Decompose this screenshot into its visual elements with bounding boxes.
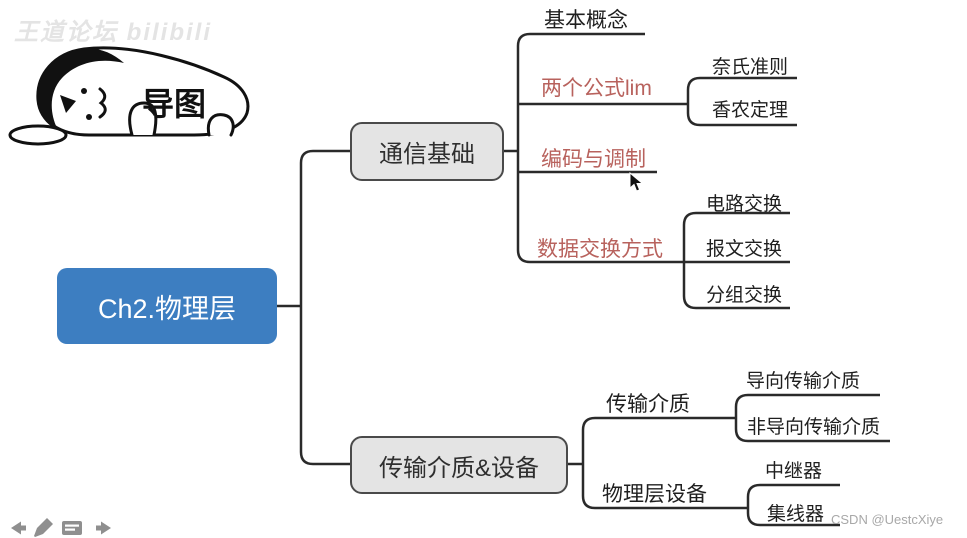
node-basic-concepts[interactable]: 基本概念 [544,9,628,32]
cartoon-foot [206,113,235,137]
node-hub[interactable]: 集线器 [767,504,825,525]
cartoon-face [81,87,107,120]
cartoon-hair [37,48,124,130]
cartoon-arm [128,101,158,137]
mouse-cursor [629,172,644,192]
node-root[interactable]: Ch2.物理层 [57,268,277,344]
node-physical-devices[interactable]: 物理层设备 [602,483,707,506]
forward-arrow-icon[interactable] [96,521,111,535]
bottom-toolbar [11,518,111,537]
node-media-and-devices[interactable]: 传输介质&设备 [350,436,568,494]
notes-icon[interactable] [62,521,82,535]
node-repeater[interactable]: 中继器 [765,461,823,482]
lying-cartoon-sticker: 导图 [8,46,250,146]
node-nyquist[interactable]: 奈氏准则 [712,57,789,78]
watermark-forum: 王道论坛 bilibili [14,19,212,46]
node-communication-basics[interactable]: 通信基础 [350,122,504,181]
node-transmission-media[interactable]: 传输介质 [606,393,690,416]
node-shannon[interactable]: 香农定理 [712,100,789,121]
node-circuit-switching[interactable]: 电路交换 [706,194,783,215]
back-arrow-icon[interactable] [11,521,26,535]
node-data-switching[interactable]: 数据交换方式 [537,238,663,261]
node-two-formulas[interactable]: 两个公式lim [541,77,652,100]
node-packet-switching[interactable]: 分组交换 [706,285,783,306]
pencil-icon[interactable] [34,518,53,537]
node-guided-media[interactable]: 导向传输介质 [746,371,861,392]
node-encoding-modulation[interactable]: 编码与调制 [541,148,646,171]
node-unguided-media[interactable]: 非导向传输介质 [747,417,881,438]
sticker-label: 导图 [142,86,206,122]
cartoon-hand [8,124,68,146]
node-message-switching[interactable]: 报文交换 [706,239,783,260]
watermark-csdn: CSDN @UestcXiye [831,512,944,527]
